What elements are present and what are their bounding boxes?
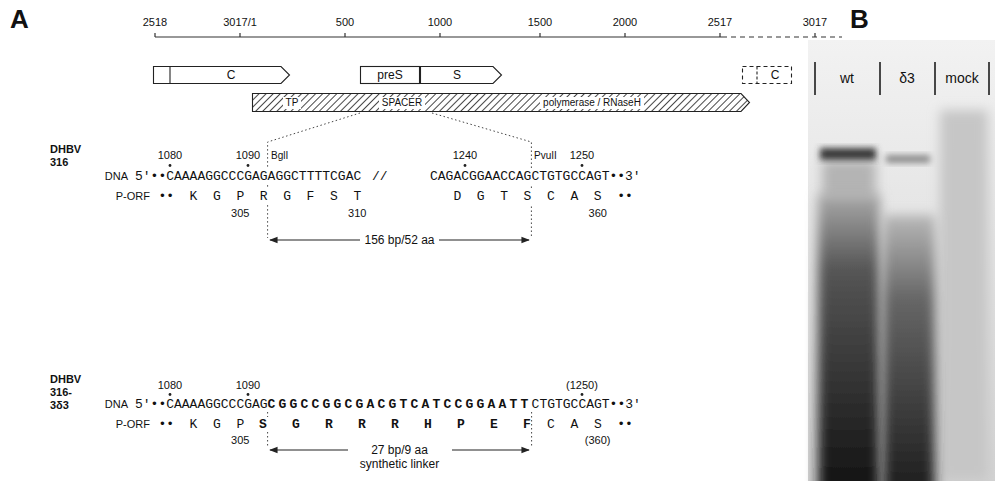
gel-band	[820, 148, 876, 160]
gel-band	[886, 155, 930, 163]
map-coordinate: 3017/1	[223, 16, 257, 29]
gene-outline	[252, 93, 750, 112]
position-dot	[581, 393, 584, 396]
position-dot	[247, 393, 250, 396]
position-dot	[247, 164, 250, 167]
domain-label: polymerase / RNaseH	[540, 97, 644, 109]
gel-smear	[883, 215, 935, 481]
residue-number: 305	[231, 207, 249, 220]
gene-box: C	[153, 66, 290, 84]
gel-image	[808, 40, 995, 481]
sequence-position: 1080	[158, 149, 182, 162]
polymerase-band: TP SPACER polymerase / RNaseH	[252, 93, 750, 112]
sequence-position: (1250)	[566, 379, 598, 392]
gene-shape	[361, 67, 420, 84]
restriction-site: BglI	[271, 149, 288, 162]
gene-box: S	[420, 66, 502, 84]
gene-box: preS	[360, 66, 420, 84]
sequence-position: 1240	[453, 149, 477, 162]
dna-sequence: 5'••CAAAAGGCCCGAG	[135, 397, 268, 412]
sequence-position: 1080	[158, 379, 182, 392]
gene-divider	[169, 67, 170, 84]
position-dot	[464, 164, 467, 167]
gene-shape	[743, 67, 792, 84]
domain-label: SPACER	[379, 97, 425, 109]
dna-sequence: CAGACGGAACCAGCTGTGCCAGT••3'	[430, 169, 641, 184]
gene-box-dashed: C	[742, 66, 792, 84]
sequence-position: 1250	[570, 149, 594, 162]
gene-outline	[153, 66, 290, 84]
row-label: P-ORF	[116, 418, 150, 431]
map-coordinate: 2000	[613, 16, 637, 29]
gene-label: C	[771, 68, 780, 82]
gene-label: preS	[377, 68, 402, 82]
deletion-size: 156 bp/52 aa	[360, 233, 438, 247]
protein-sequence: •• K G P	[158, 417, 244, 432]
protein-sequence: D G T S C A S ••	[453, 189, 632, 204]
gel-lane	[940, 110, 988, 480]
map-coordinate: 1500	[528, 16, 552, 29]
residue-number: 305	[231, 434, 249, 447]
dna-sequence: 5'••CAAAAGGCCCGAGAGGCTTTTCGAC	[135, 169, 361, 184]
gene-label: S	[453, 68, 461, 82]
row-label: DNA	[105, 398, 128, 411]
lane-label: wt	[840, 70, 854, 86]
panel-letter: B	[850, 4, 869, 34]
sequence-position: 1090	[236, 149, 260, 162]
protein-sequence: •• K G P R G F S T	[158, 189, 361, 204]
row-label: DNA	[105, 170, 128, 183]
position-dot	[169, 393, 172, 396]
residue-number: 310	[348, 207, 366, 220]
map-coordinate: 1000	[428, 16, 452, 29]
lane-label: δ3	[899, 70, 915, 86]
ruler-ticks	[155, 33, 815, 37]
map-coordinate: 2517	[708, 16, 732, 29]
map-coordinate: 2518	[143, 16, 167, 29]
gene-divider	[756, 67, 757, 84]
sequence-position: 1090	[236, 379, 260, 392]
restriction-site: PvuII	[534, 149, 557, 162]
dna-sequence: CTGTGCCAGT••3'	[532, 397, 641, 412]
map-ruler	[155, 33, 842, 37]
gene-shape	[421, 67, 502, 84]
lane-separators	[815, 62, 989, 95]
gene-shape	[253, 94, 750, 112]
domain-label: TP	[283, 97, 302, 109]
lane-label: mock	[945, 70, 978, 86]
residue-number: (360)	[585, 434, 611, 447]
protein-sequence: C A S ••	[547, 417, 633, 432]
zoom-lines	[268, 113, 532, 448]
map-coordinate: 3017	[803, 16, 827, 29]
panel-letter: A	[10, 4, 29, 34]
residue-number: 360	[589, 207, 607, 220]
gene-outline	[420, 66, 502, 84]
map-coordinate: 500	[336, 16, 354, 29]
gene-outline	[742, 66, 792, 84]
construct-name: DHBV 316	[50, 143, 81, 169]
position-dot	[169, 164, 172, 167]
gene-shape	[154, 67, 290, 84]
linker-peptide: S G R R R H P E F	[259, 417, 531, 432]
linker-size: 27 bp/9 aa synthetic linker	[348, 443, 452, 471]
gene-label: C	[227, 68, 236, 82]
sequence-break: //	[372, 169, 388, 184]
zoom-line	[531, 412, 532, 448]
row-label: P-ORF	[116, 190, 150, 203]
gel-smear	[818, 195, 880, 481]
construct-name: DHBV 316-3δ3	[50, 373, 81, 412]
gel-haze	[822, 160, 876, 200]
position-dot	[581, 164, 584, 167]
ruler-line-dashed	[722, 36, 842, 37]
linker-sequence: CGGCCGGCGACGTCATCCGGAATT	[268, 397, 532, 412]
